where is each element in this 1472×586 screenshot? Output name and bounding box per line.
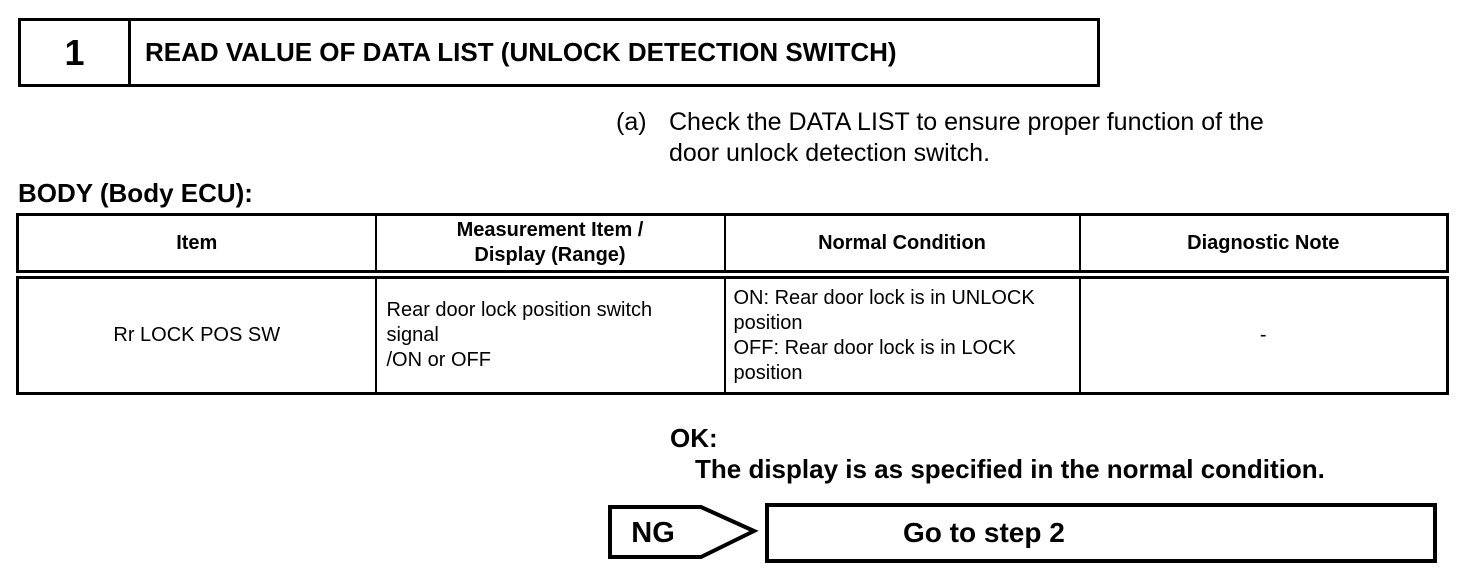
goto-step-box: Go to step 2 [765,503,1437,563]
table-row: Rr LOCK POS SW Rear door lock position s… [16,273,1449,395]
column-header-item: Item [16,213,377,279]
column-header-diagnostic-note: Diagnostic Note [1078,213,1449,279]
column-header-normal-condition: Normal Condition [723,213,1081,279]
cell-item: Rr LOCK POS SW [16,273,377,395]
ok-condition-text: The display is as specified in the norma… [695,454,1325,484]
cell-measurement: Rear door lock position switch signal /O… [374,273,726,395]
ng-arrow: NG [608,505,759,559]
instruction-text: Check the DATA LIST to ensure proper fun… [669,108,1264,167]
cell-diagnostic-note: - [1078,273,1449,395]
instruction-label: (a) [616,108,647,136]
instruction-paragraph: (a) Check the DATA LIST to ensure proper… [616,107,1461,169]
ng-arrow-label: NG [631,517,675,549]
step-number: 1 [21,21,131,84]
table-caption: BODY (Body ECU): [18,178,253,208]
ng-arrow-shape [608,505,759,559]
step-header: 1 READ VALUE OF DATA LIST (UNLOCK DETECT… [18,18,1100,87]
goto-step-label: Go to step 2 [903,517,1065,548]
ok-label: OK: [670,423,718,453]
step-title: READ VALUE OF DATA LIST (UNLOCK DETECTIO… [145,37,897,67]
cell-normal-condition: ON: Rear door lock is in UNLOCK position… [723,273,1081,395]
table-header-row: Item Measurement Item / Display (Range) … [16,213,1449,279]
column-header-measurement: Measurement Item / Display (Range) [374,213,726,279]
data-list-table: Item Measurement Item / Display (Range) … [16,213,1449,395]
